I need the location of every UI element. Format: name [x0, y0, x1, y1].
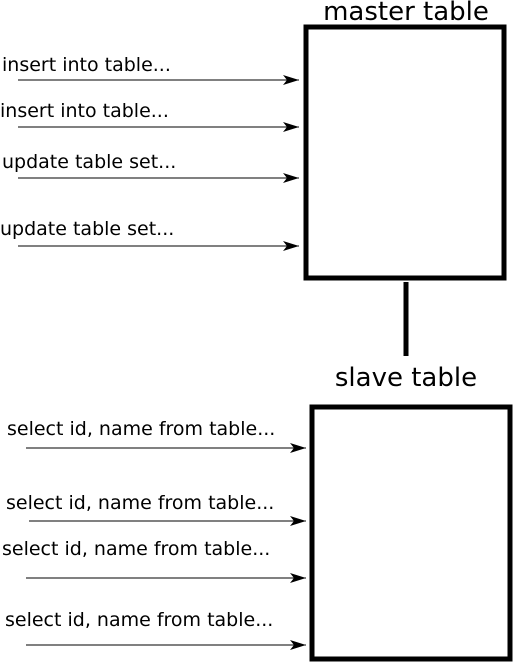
master-table-title: master table	[323, 0, 489, 27]
read-query-label: select id, name from table...	[2, 538, 270, 560]
write-query-label: insert into table...	[0, 100, 169, 122]
master-table-box	[303, 24, 507, 281]
read-query-label: select id, name from table...	[6, 492, 274, 514]
write-query-label: update table set...	[2, 151, 176, 173]
read-query-label: select id, name from table...	[5, 609, 273, 631]
slave-table-box	[309, 404, 513, 662]
read-query-label: select id, name from table...	[7, 418, 275, 440]
slave-table-title: slave table	[335, 363, 477, 393]
write-query-label: insert into table...	[2, 54, 171, 76]
write-query-label: update table set...	[0, 218, 174, 240]
